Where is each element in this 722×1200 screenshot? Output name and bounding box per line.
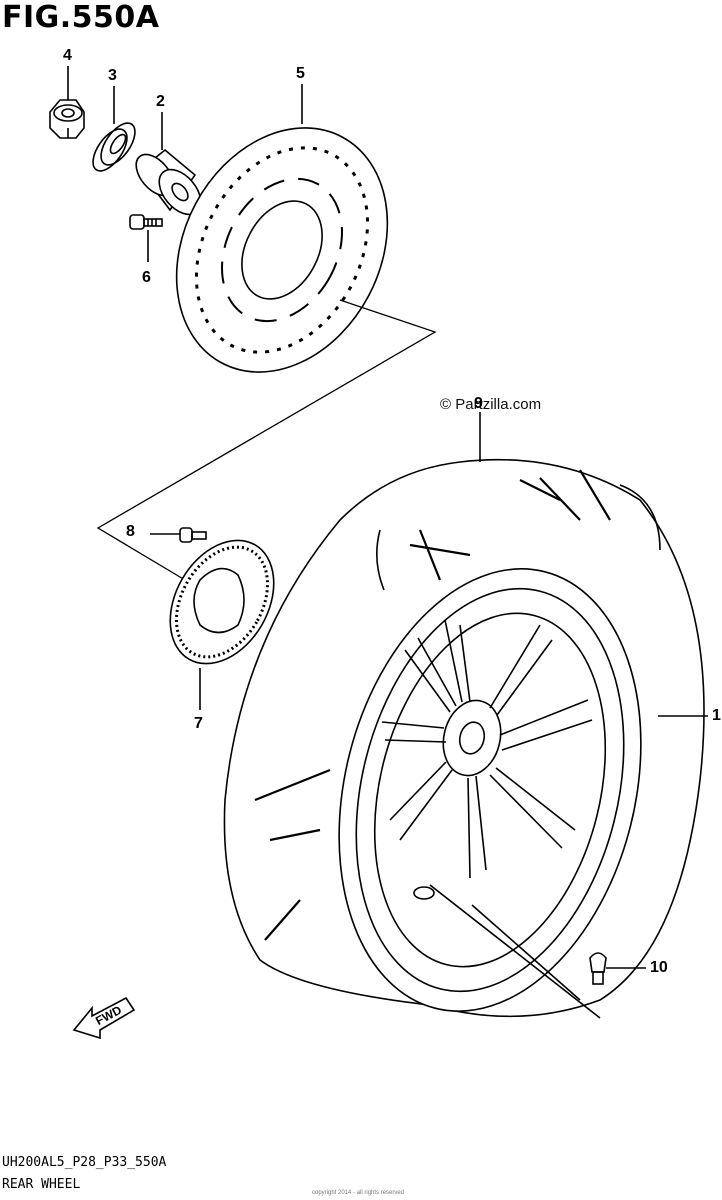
part-5-brake-disc [175,127,389,373]
copyright-note: copyright 2014 - all rights reserved [312,1190,405,1196]
part-1-wheel-tire [223,458,705,1018]
figure-title: FIG.550A [2,0,160,35]
part-6-disc-bolt [129,214,163,230]
watermark: © Partzilla.com [440,396,542,413]
callout-10: 10 [650,959,668,976]
part-3-spacer [92,122,136,172]
callout-7: 7 [194,715,203,732]
callout-8: 8 [126,523,135,540]
callout-4: 4 [63,47,72,64]
part-10-tire-valve [589,952,607,985]
figure-code: UH200AL5_P28_P33_550A [2,1155,167,1170]
callout-9: 9 [474,395,483,412]
fwd-arrow [72,996,136,1040]
callout-6: 6 [142,269,151,286]
callout-3: 3 [108,67,117,84]
part-7-sensor-rotor [169,539,275,665]
part-2-collar [135,148,202,216]
callout-5: 5 [296,65,305,82]
part-4-flange-nut [49,99,85,139]
part-8-rotor-bolt [179,527,207,543]
callout-2: 2 [156,93,165,110]
figure-description: REAR WHEEL [2,1177,81,1192]
callout-1: 1 [712,707,721,724]
